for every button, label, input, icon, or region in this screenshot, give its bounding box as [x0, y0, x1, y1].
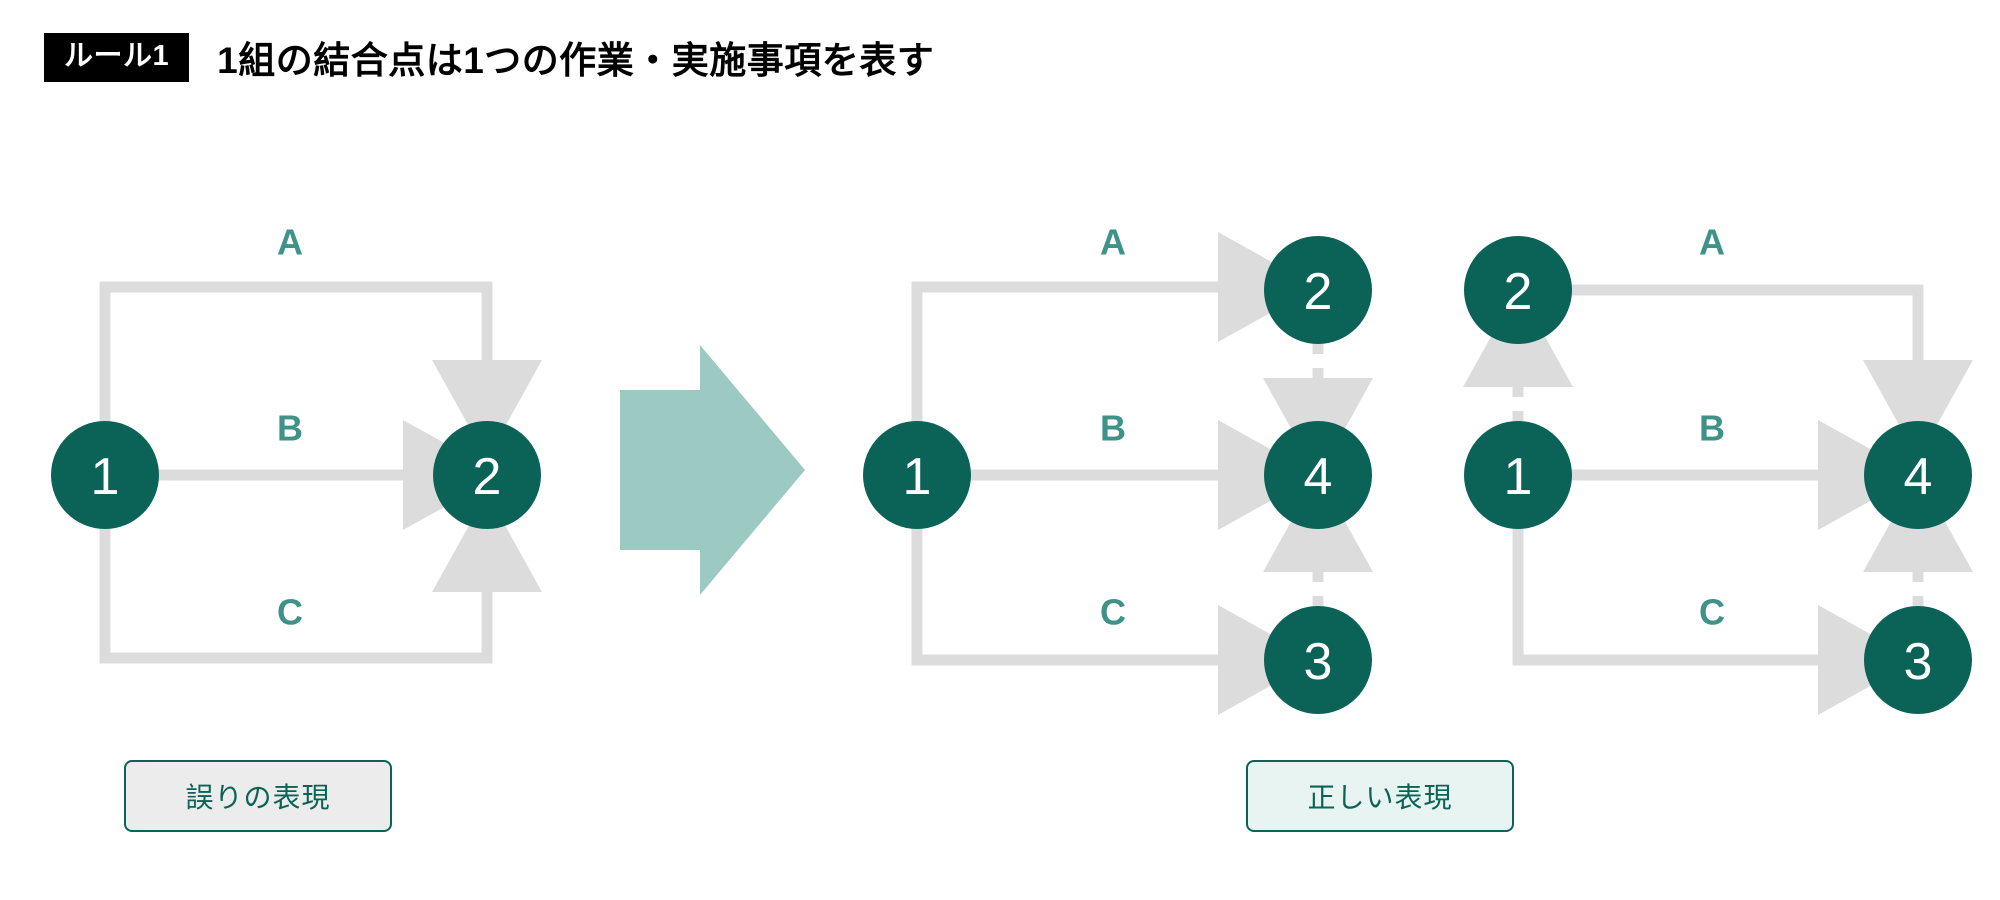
node-1-mid[interactable]: [863, 421, 971, 529]
node-2-right-label: 2: [1504, 263, 1533, 321]
edge-c-path-2: [911, 475, 1317, 715]
diagram-wrong: 1 2 A B C: [51, 222, 542, 664]
big-right-arrow: [620, 345, 805, 595]
node-4-right[interactable]: [1864, 421, 1972, 529]
node-1-label: 1: [91, 448, 120, 506]
edge-c-path: [99, 475, 542, 664]
legend-wrong-expression: 誤りの表現: [124, 760, 392, 832]
edge-label-b: B: [277, 408, 303, 449]
node-1-right-label: 1: [1504, 448, 1533, 506]
diagram-correct-right: 2 1 4 3 A B C: [1463, 222, 1973, 715]
node-1-mid-label: 1: [903, 448, 932, 506]
node-1-right[interactable]: [1464, 421, 1572, 529]
edge-c-path-3: [1512, 475, 1917, 715]
edge-a-path-3: [1518, 284, 1973, 459]
node-2-mid-label: 2: [1304, 263, 1333, 321]
edge-label-b-2: B: [1100, 408, 1126, 449]
edge-label-a: A: [277, 222, 303, 263]
node-2[interactable]: [433, 421, 541, 529]
edge-label-a-2: A: [1100, 222, 1126, 263]
legend-correct-expression: 正しい表現: [1246, 760, 1514, 832]
edge-a-path: [99, 281, 542, 475]
edge-a-path-2: [911, 232, 1317, 475]
node-1[interactable]: [51, 421, 159, 529]
rule-badge: ルール1: [44, 32, 190, 82]
node-3-right-label: 3: [1904, 633, 1933, 691]
edge-label-c: C: [277, 592, 303, 633]
node-3-mid-label: 3: [1304, 633, 1333, 691]
page-title: 1組の結合点は1つの作業・実施事項を表す: [217, 40, 935, 81]
node-2-mid[interactable]: [1264, 236, 1372, 344]
node-4-mid-label: 4: [1304, 448, 1333, 506]
node-3-mid[interactable]: [1264, 606, 1372, 714]
node-4-right-label: 4: [1904, 448, 1933, 506]
edge-label-a-3: A: [1699, 222, 1725, 263]
edge-label-c-2: C: [1100, 592, 1126, 633]
node-2-label: 2: [473, 448, 502, 506]
node-2-right[interactable]: [1464, 236, 1572, 344]
edge-label-b-3: B: [1699, 408, 1725, 449]
page-header: ルール1 1組の結合点は1つの作業・実施事項を表す: [44, 30, 934, 84]
diagram-correct-left: 1 2 4 3 A B C: [863, 222, 1373, 715]
node-3-right[interactable]: [1864, 606, 1972, 714]
edge-label-c-3: C: [1699, 592, 1725, 633]
node-4-mid[interactable]: [1264, 421, 1372, 529]
